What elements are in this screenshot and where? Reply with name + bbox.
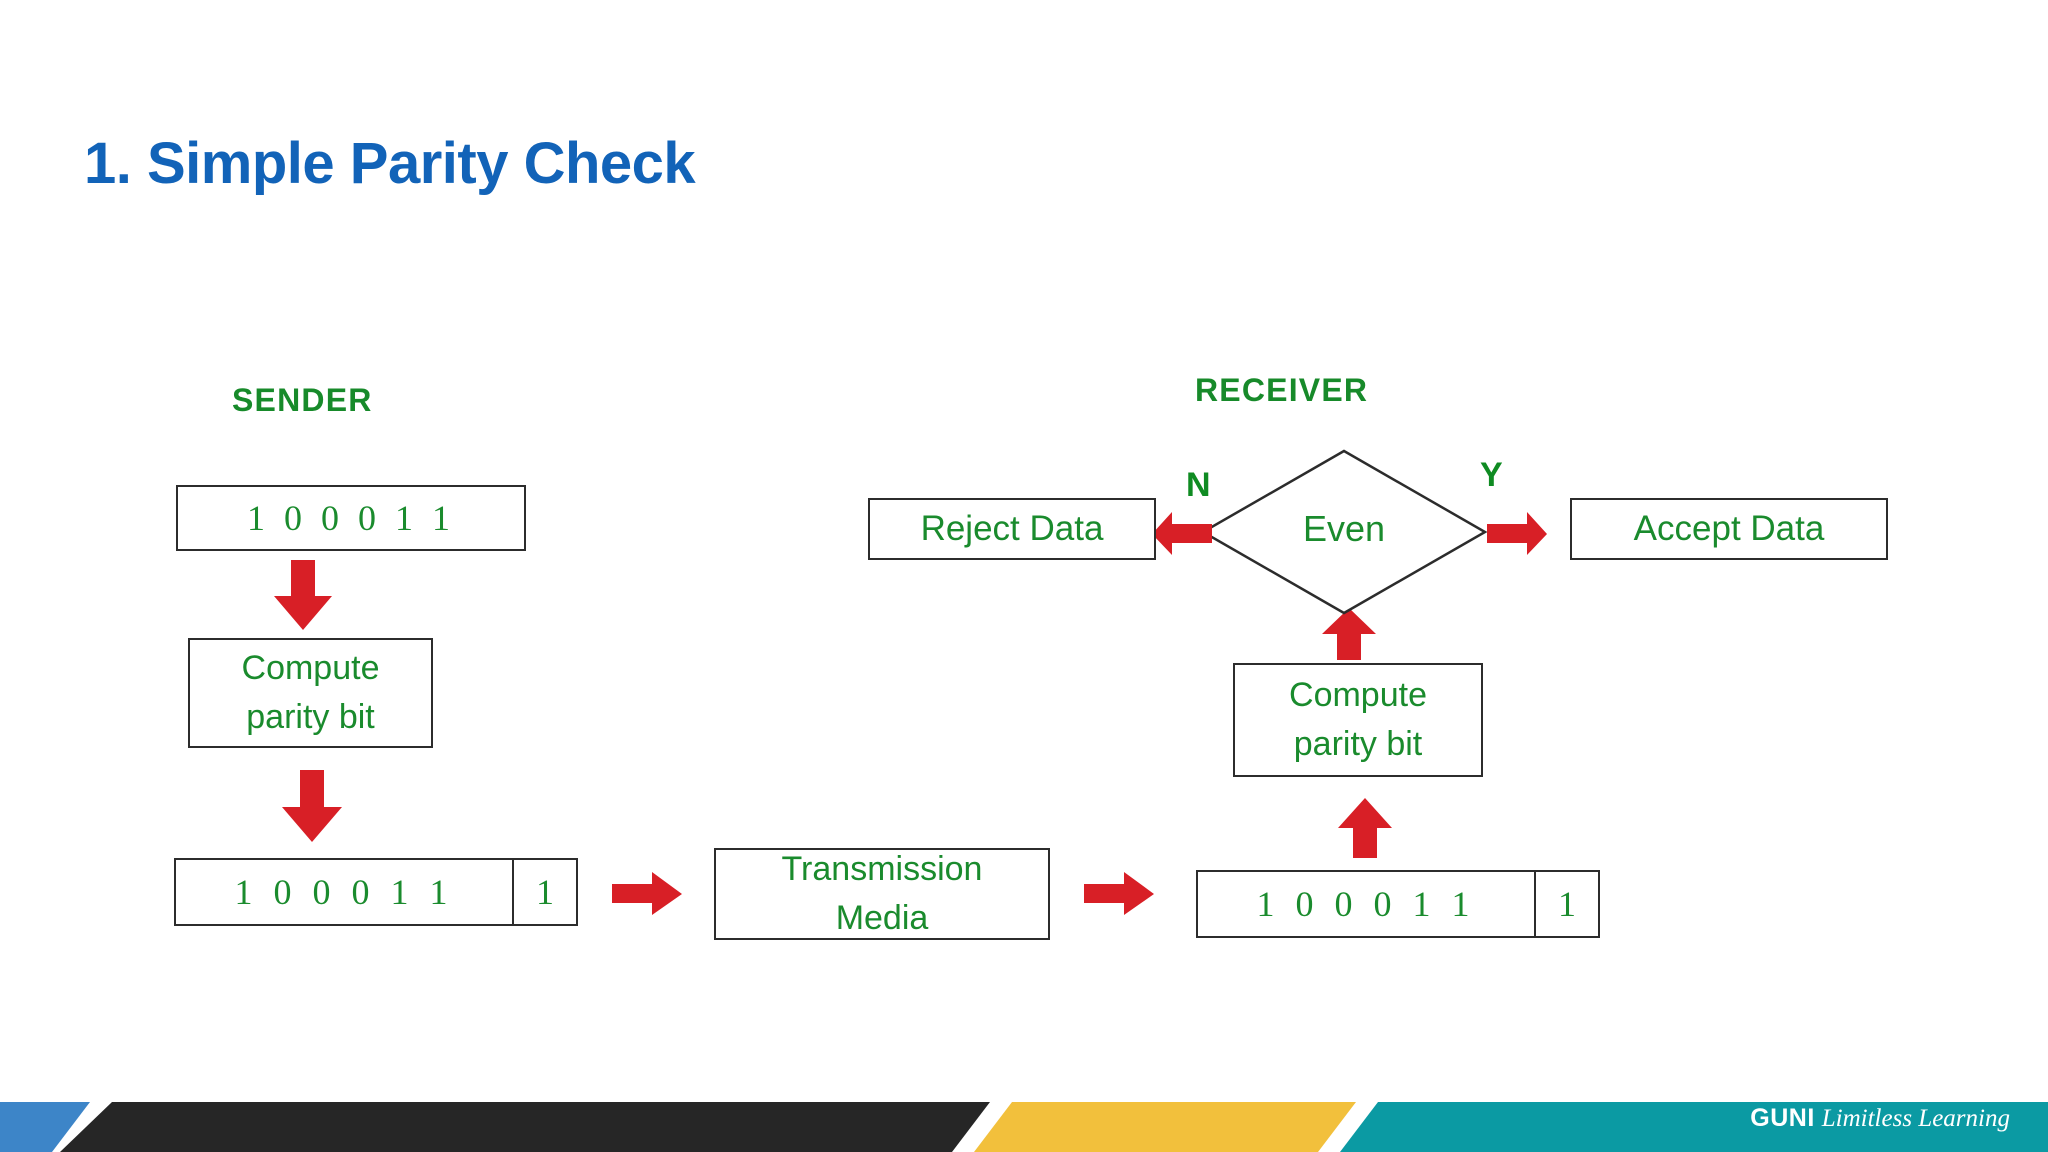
sender-frame: 1 0 0 0 1 1 1 [174, 858, 578, 926]
footer-bands [0, 1090, 2048, 1152]
receiver-frame: 1 0 0 0 1 1 1 [1196, 870, 1600, 938]
compute-line-2: parity bit [1293, 725, 1423, 763]
sender-label: SENDER [232, 382, 373, 418]
parity-check-diagram: SENDER 1 0 0 0 1 1 Compute parity bit 1 … [174, 372, 1888, 940]
arrow-right-icon [1084, 872, 1156, 921]
accept-data-box: Accept Data [1570, 498, 1888, 560]
arrow-down-icon [272, 560, 334, 637]
arrow-right-icon [1487, 512, 1549, 561]
arrow-right-icon [612, 872, 684, 921]
decision-label: Even [1302, 508, 1386, 549]
media-line-2: Media [835, 899, 929, 937]
even-decision-diamond [1200, 448, 1488, 621]
brand-name: GUNI [1750, 1104, 1815, 1132]
media-line-1: Transmission [781, 849, 983, 888]
sender-frame-parity: 1 [512, 860, 576, 924]
arrow-down-icon [280, 770, 344, 849]
receiver-label: RECEIVER [1195, 372, 1369, 408]
compute-line-2: parity bit [246, 698, 375, 736]
branch-yes-label: Y [1480, 456, 1503, 494]
arrow-up-icon [1320, 608, 1378, 667]
receiver-frame-parity: 1 [1534, 872, 1598, 936]
compute-line-1: Compute [241, 648, 380, 687]
footer-dark-band [60, 1102, 990, 1152]
transmission-media-box: Transmission Media [714, 848, 1050, 940]
arrow-left-icon [1150, 512, 1212, 561]
reject-data-box: Reject Data [868, 498, 1156, 560]
page-title: 1. Simple Parity Check [84, 131, 696, 196]
arrow-up-icon [1336, 798, 1394, 865]
footer-blue-band [0, 1102, 90, 1152]
sender-data-box: 1 0 0 0 1 1 [176, 485, 526, 551]
sender-compute-parity-box: Compute parity bit [188, 638, 433, 748]
sender-frame-data: 1 0 0 0 1 1 [234, 872, 454, 912]
receiver-frame-data: 1 0 0 0 1 1 [1256, 884, 1476, 924]
receiver-compute-parity-box: Compute parity bit [1233, 663, 1483, 777]
footer-teal-band [1340, 1102, 2048, 1152]
footer-yellow-band [974, 1102, 1356, 1152]
brand-tagline: Limitless Learning [1821, 1105, 2010, 1132]
compute-line-1: Compute [1289, 675, 1427, 714]
branch-no-label: N [1186, 466, 1211, 504]
